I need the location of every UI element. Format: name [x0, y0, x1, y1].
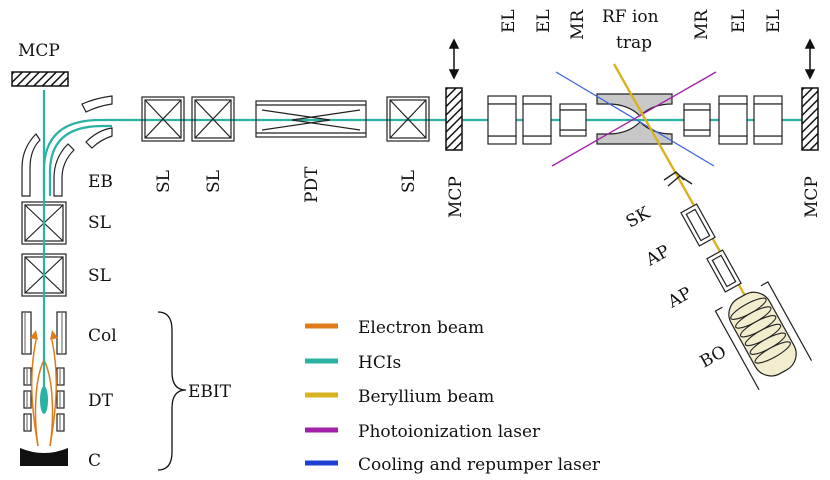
- mcp-right-detector: [801, 87, 819, 151]
- hci-beam: [42, 90, 805, 400]
- legend-label-4: Cooling and repumper laser: [358, 455, 601, 475]
- einzel-lens-3: [718, 95, 748, 145]
- label-sk: SK: [623, 203, 654, 232]
- label-col: Col: [88, 326, 117, 346]
- beryllium-oven: [714, 281, 813, 391]
- collector: [21, 311, 67, 355]
- legend-label-2: Beryllium beam: [358, 387, 494, 407]
- label-mr1: MR: [568, 9, 588, 40]
- solenoid-h1: [141, 96, 185, 142]
- legend-label-3: Photoionization laser: [358, 422, 541, 442]
- label-mr2: MR: [692, 9, 712, 40]
- drift-tubes: [23, 367, 65, 432]
- label-el4: EL: [764, 9, 784, 33]
- aperture-2: [706, 249, 742, 293]
- label-el2: EL: [534, 9, 554, 33]
- label-pdt: PDT: [302, 166, 322, 203]
- label-eb: EB: [88, 172, 113, 192]
- label-mcp-right: MCP: [802, 176, 822, 218]
- pulsed-drift-tube: [255, 100, 367, 138]
- label-c: C: [88, 451, 101, 471]
- solenoid-h3: [386, 96, 430, 142]
- rf-ion-trap: [596, 93, 673, 145]
- label-sl-v2: SL: [88, 266, 111, 286]
- label-el3: EL: [729, 9, 749, 33]
- aperture-1: [680, 203, 716, 247]
- solenoid-h2: [191, 96, 235, 142]
- mcp-left-detector: [11, 71, 69, 87]
- ebit-brace: [157, 311, 187, 471]
- label-sl-h3: SL: [399, 170, 419, 193]
- legend-label-1: HCIs: [358, 353, 401, 373]
- beryllium-beam: [612, 63, 772, 341]
- mcp-mid-detector: [445, 87, 463, 151]
- label-rf-trap-line2: trap: [616, 33, 652, 53]
- label-sl-h1: SL: [154, 170, 174, 193]
- legend-label-0: Electron beam: [358, 318, 484, 338]
- label-rf-trap-line1: RF ion: [602, 7, 659, 27]
- mcp-right-move-arrow: [804, 38, 816, 80]
- einzel-lens-4: [753, 95, 783, 145]
- electron-beam: [30, 330, 58, 447]
- label-el1: EL: [499, 9, 519, 33]
- einzel-lens-2: [522, 95, 552, 145]
- mirror-2: [683, 103, 711, 137]
- label-ap2: AP: [664, 283, 695, 312]
- einzel-lens-1: [487, 95, 517, 145]
- label-mcp-mid: MCP: [446, 176, 466, 218]
- label-sl-h2: SL: [204, 170, 224, 193]
- electrostatic-bender: [21, 95, 113, 197]
- photoionization-laser: [551, 71, 717, 167]
- mirror-1: [559, 103, 587, 137]
- legend: Electron beam HCIs Beryllium beam Photoi…: [305, 318, 601, 475]
- label-ap1: AP: [642, 241, 673, 270]
- label-mcp-left: MCP: [18, 41, 60, 61]
- label-dt: DT: [88, 391, 114, 411]
- skimmer: [663, 171, 693, 187]
- label-bo: BO: [697, 342, 730, 372]
- label-ebit: EBIT: [188, 382, 232, 402]
- cathode: [20, 448, 68, 466]
- label-sl-v1: SL: [88, 213, 111, 233]
- mcp-mid-move-arrow: [448, 38, 460, 80]
